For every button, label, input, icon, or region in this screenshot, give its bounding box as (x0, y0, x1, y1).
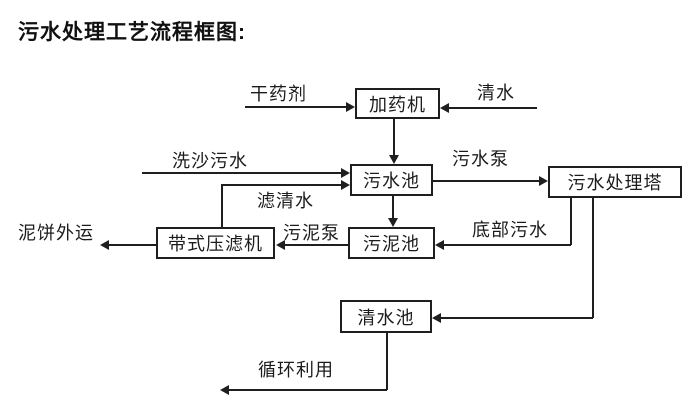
line-sludge-pump (285, 244, 348, 246)
line-mud-cake (109, 244, 156, 246)
arrowhead-dry-chemical (346, 102, 355, 112)
flow-label-clean-water: 清水 (477, 83, 515, 103)
arrowhead-sewage-pump (539, 176, 548, 186)
flow-label-bottom-sewage: 底部污水 (472, 220, 548, 240)
flow-label-sewage-pump: 污水泵 (452, 149, 509, 169)
flow-label-filtered-clear-water: 滤清水 (257, 191, 314, 211)
line-recycling-vertical (386, 333, 388, 390)
line-dosing-to-sewage-pool (393, 119, 395, 156)
line-sewage-pump (433, 180, 540, 182)
node-sludge-pool: 污泥池 (348, 227, 435, 259)
node-belt-filter-press: 带式压滤机 (156, 227, 275, 259)
arrowhead-tower-to-clean (432, 313, 441, 323)
line-dry-chemical (245, 106, 347, 108)
line-recycling-horizontal (229, 389, 387, 391)
arrowhead-sludge-pump (276, 240, 285, 250)
line-filtered-water-vertical (221, 184, 223, 227)
node-clean-water-pool: 清水池 (340, 300, 432, 333)
node-dosing-machine: 加药机 (355, 88, 440, 119)
line-bottom-sewage-vertical (570, 198, 572, 245)
page-title: 污水处理工艺流程框图: (18, 21, 246, 44)
arrowhead-mud-cake (100, 240, 109, 250)
node-sewage-pool: 污水池 (350, 164, 433, 196)
arrowhead-bottom-sewage (435, 240, 444, 250)
line-filtered-water-horizontal (221, 184, 342, 186)
line-tower-to-clean-vertical (592, 198, 594, 318)
flow-label-sludge-pump: 污泥泵 (283, 223, 340, 243)
line-clean-water (449, 107, 537, 109)
flow-label-recycling: 循环利用 (258, 360, 334, 380)
line-sand-washing-sewage (142, 172, 342, 174)
line-sewage-to-sludge (392, 196, 394, 219)
arrowhead-sewage-to-sludge (388, 218, 398, 227)
line-bottom-sewage-horizontal (444, 244, 571, 246)
arrowhead-dosing-to-sewage-pool (389, 155, 399, 164)
flow-label-sand-washing-sewage: 洗沙污水 (172, 151, 248, 171)
arrowhead-recycling (220, 385, 229, 395)
arrowhead-filtered-water (341, 180, 350, 190)
line-tower-to-clean-horizontal (441, 317, 593, 319)
arrowhead-sand-washing-sewage (341, 168, 350, 178)
flow-label-dry-chemical: 干药剂 (250, 84, 307, 104)
node-sewage-treatment-tower: 污水处理塔 (548, 166, 682, 198)
arrowhead-clean-water (440, 103, 449, 113)
flow-label-mud-cake-transport: 泥饼外运 (18, 223, 94, 243)
